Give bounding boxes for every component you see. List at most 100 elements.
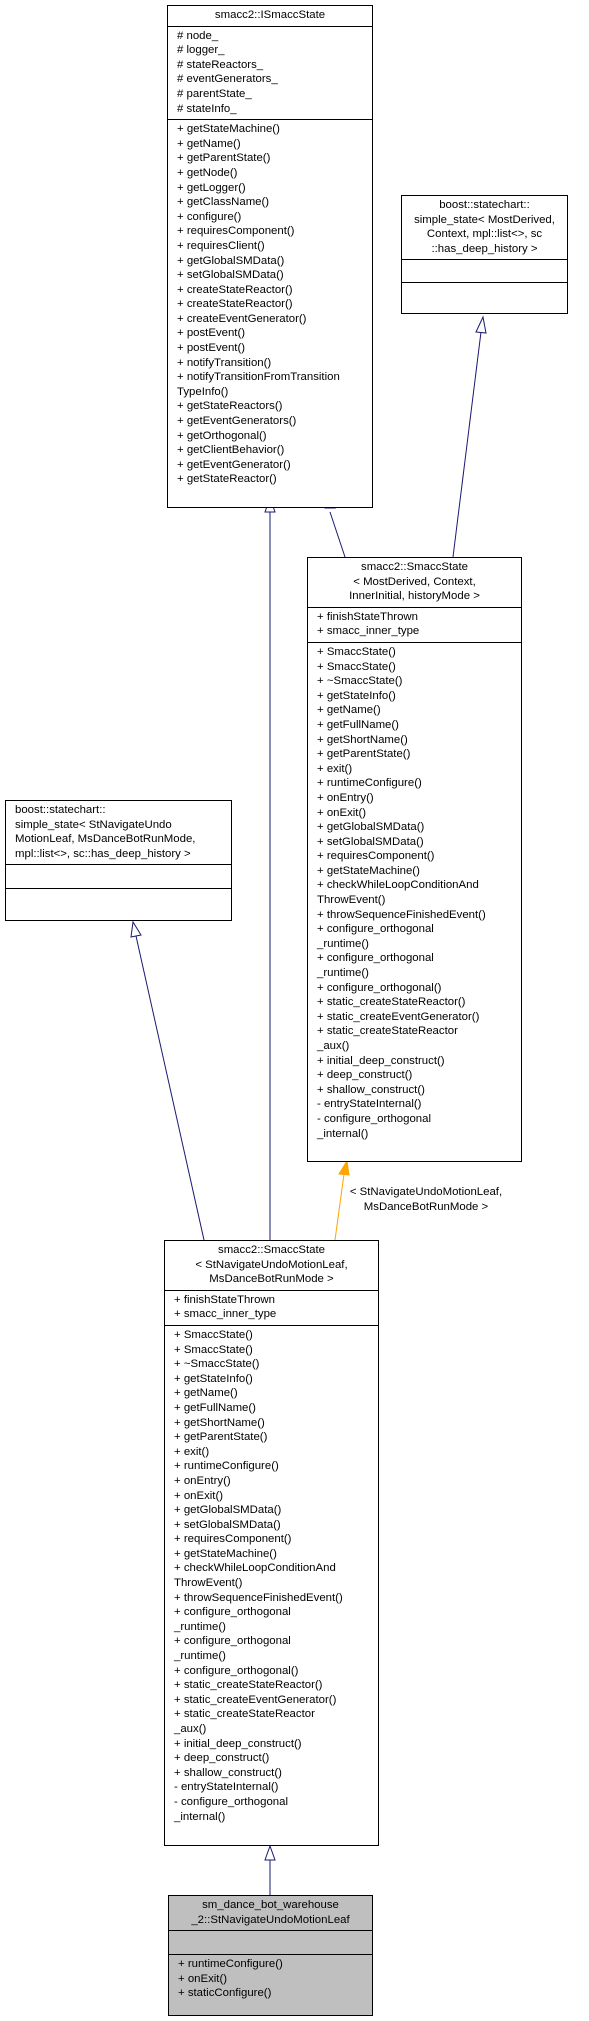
node-boost-simple-state-specific[interactable]: boost::statechart::simple_state< StNavig… (5, 800, 232, 921)
method-line: + createStateReactor() (177, 298, 293, 311)
method-line: + configure_orthogonal() (174, 1664, 299, 1677)
edge-smacc-specific-to-boost-specific (135, 935, 205, 1241)
attribute-section: + finishStateThrown + smacc_inner_type (308, 608, 521, 643)
method-line: + static_createStateReactor (317, 1025, 458, 1038)
class-name-line: boost::statechart:: (15, 804, 106, 816)
method-line: + getStateReactors() (177, 400, 283, 413)
method-section: + SmaccState()+ SmaccState()+ ~SmaccStat… (165, 1326, 378, 1827)
method-line: - configure_orthogonal (317, 1112, 431, 1125)
class-name-line: < MostDerived, Context, (353, 575, 476, 588)
class-title: smacc2::SmaccState< StNavigateUndoMotion… (165, 1241, 378, 1291)
class-name-line: MotionLeaf, MsDanceBotRunMode, (15, 833, 196, 846)
method-line: + requiresComponent() (317, 850, 435, 863)
method-line: + getGlobalSMData() (177, 254, 285, 267)
method-line: + setGlobalSMData() (317, 835, 424, 848)
attribute-section: # node_# logger_# stateReactors_# eventG… (168, 27, 372, 121)
method-line: + checkWhileLoopConditionAnd (174, 1562, 336, 1575)
method-line: + static_createStateReactor (174, 1708, 315, 1721)
class-name-line: MsDanceBotRunMode > (209, 1273, 334, 1286)
class-name-line: ::has_deep_history > (431, 242, 538, 255)
method-line: + getName() (174, 1387, 238, 1400)
template-argument-label: < StNavigateUndoMotionLeaf,MsDanceBotRun… (341, 1185, 511, 1214)
method-line: + getName() (317, 704, 381, 717)
method-line: + postEvent() (177, 342, 246, 355)
method-line: + getStateMachine() (174, 1547, 277, 1560)
node-smacc-state-template[interactable]: smacc2::SmaccState< MostDerived, Context… (307, 557, 522, 1162)
method-line: - configure_orthogonal (174, 1795, 288, 1808)
method-line: + setGlobalSMData() (174, 1518, 281, 1531)
arrowhead-boost-generic (475, 315, 487, 334)
attribute-line: + smacc_inner_type (317, 625, 420, 638)
method-line: + static_createStateReactor() (174, 1679, 323, 1692)
method-line: + onExit() (317, 806, 367, 819)
attribute-section (169, 1931, 372, 1956)
class-name-line: simple_state< StNavigateUndo (15, 818, 172, 831)
method-line: + getParentState() (177, 152, 271, 165)
attribute-line: + finishStateThrown (317, 610, 418, 623)
edge-smacc-template-to-ismacc (329, 511, 346, 558)
class-name-line: mpl::list<>, sc::has_deep_history > (15, 847, 191, 860)
method-line: + SmaccState() (174, 1343, 253, 1356)
method-line: + static_createStateReactor() (317, 996, 466, 1009)
attribute-section (6, 865, 231, 890)
method-line: + runtimeConfigure() (178, 1958, 283, 1971)
method-line: + getShortName() (317, 733, 408, 746)
method-line: + onEntry() (174, 1474, 231, 1487)
method-line: + getFullName() (317, 718, 399, 731)
method-line: + SmaccState() (317, 660, 396, 673)
node-boost-simple-state-generic[interactable]: boost::statechart::simple_state< MostDer… (401, 195, 568, 314)
edge-smacc-template-to-boost-generic (452, 331, 482, 558)
edge-template-instance (334, 1173, 345, 1241)
method-line: ThrowEvent() (174, 1577, 243, 1590)
method-line: + staticConfigure() (178, 1987, 272, 2000)
method-line: + setGlobalSMData() (177, 269, 284, 282)
method-section: + SmaccState() + SmaccState() + ~SmaccStat… (308, 643, 521, 1144)
arrowhead-boost-specific (130, 920, 142, 938)
attribute-line: # stateInfo_ (177, 102, 237, 115)
attribute-line: + finishStateThrown (174, 1293, 275, 1306)
method-line: + getParentState() (174, 1431, 268, 1444)
method-line: + requiresClient() (177, 239, 265, 252)
class-title: sm_dance_bot_warehouse_2::StNavigateUndo… (169, 1896, 372, 1932)
method-line: _aux() (317, 1040, 350, 1052)
node-ismacc-state[interactable]: smacc2::ISmaccState # node_# logger_# st… (167, 5, 373, 508)
method-line: _runtime() (317, 937, 369, 950)
method-line: + getStateInfo() (174, 1372, 253, 1385)
method-line: + getEventGenerators() (177, 415, 297, 428)
method-line: + ~SmaccState() (317, 675, 403, 688)
method-line: + getParentState() (317, 748, 411, 761)
method-line: + runtimeConfigure() (317, 777, 422, 790)
method-line: + static_createEventGenerator() (174, 1693, 337, 1706)
method-line: _runtime() (174, 1620, 226, 1633)
class-name-line: boost::statechart:: (439, 199, 530, 211)
method-line: + shallow_construct() (317, 1083, 425, 1096)
method-line: + SmaccState() (317, 645, 396, 658)
class-title: boost::statechart::simple_state< StNavig… (6, 801, 231, 866)
method-line: + getOrthogonal() (177, 429, 267, 442)
method-line: + shallow_construct() (174, 1766, 282, 1779)
attribute-line: + smacc_inner_type (174, 1308, 277, 1321)
node-smacc-state-specific[interactable]: smacc2::SmaccState< StNavigateUndoMotion… (164, 1240, 379, 1846)
method-line: + createStateReactor() (177, 283, 293, 296)
attribute-line: # node_ (177, 29, 219, 42)
method-line: + throwSequenceFinishedEvent() (317, 908, 486, 921)
method-line: + ~SmaccState() (174, 1358, 260, 1371)
arrowhead-template-instance (338, 1159, 350, 1176)
node-st-navigate-undo-motion-leaf[interactable]: sm_dance_bot_warehouse_2::StNavigateUndo… (168, 1895, 373, 2016)
method-line: _internal() (174, 1810, 226, 1823)
attribute-line: # stateReactors_ (177, 58, 264, 71)
method-line: _internal() (317, 1127, 369, 1140)
method-line: + getGlobalSMData() (317, 821, 425, 834)
edge-label-line: < StNavigateUndoMotionLeaf, (349, 1186, 503, 1198)
class-title: smacc2::ISmaccState (168, 6, 372, 27)
method-line: + getGlobalSMData() (174, 1504, 282, 1517)
method-line: + exit() (174, 1445, 210, 1458)
method-line: + getStateReactor() (177, 473, 277, 486)
method-line: + configure_orthogonal (174, 1606, 291, 1619)
method-line: + throwSequenceFinishedEvent() (174, 1591, 343, 1604)
method-section: + getStateMachine()+ getName()+ getParen… (168, 120, 372, 490)
class-name-line: smacc2::SmaccState (218, 1244, 325, 1256)
method-line: + onEntry() (317, 791, 374, 804)
method-line: + configure_orthogonal (317, 952, 434, 965)
